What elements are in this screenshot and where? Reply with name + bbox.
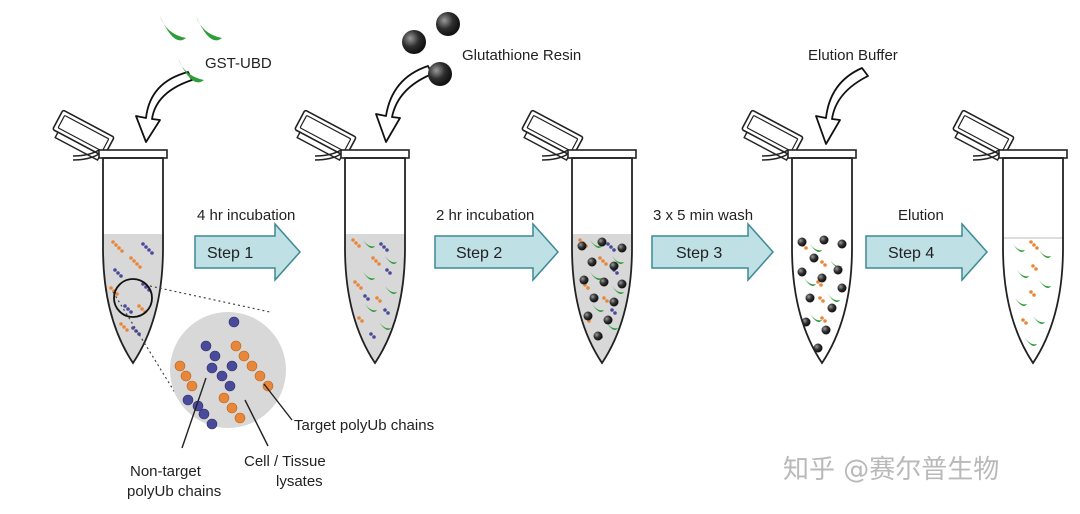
- step-4-caption: Elution: [898, 207, 944, 224]
- step-arrow-1: Step 1 4 hr incubation: [194, 207, 302, 282]
- step-3-caption: 3 x 5 min wash: [653, 207, 753, 224]
- watermark: 知乎 @赛尔普生物: [783, 455, 999, 485]
- add-arrow-gst: [135, 71, 193, 143]
- resin-label: Glutathione Resin: [462, 47, 581, 64]
- step-1-label: Step 1: [207, 245, 253, 262]
- non-target-label-2: polyUb chains: [127, 483, 221, 500]
- resin-bead-icon: [402, 12, 460, 86]
- step-2-caption: 2 hr incubation: [436, 207, 534, 224]
- step-2-label: Step 2: [456, 245, 502, 262]
- step-4-label: Step 4: [888, 245, 934, 262]
- tube-2: [291, 109, 410, 364]
- non-target-label-1: Non-target: [130, 463, 202, 480]
- elution-buffer-label: Elution Buffer: [808, 47, 898, 64]
- step-1-caption: 4 hr incubation: [197, 207, 295, 224]
- lysate-label-1: Cell / Tissue: [244, 453, 326, 470]
- add-arrow-elution: [815, 67, 869, 145]
- add-arrow-resin: [375, 65, 433, 143]
- target-chains-label: Target polyUb chains: [294, 417, 434, 434]
- step-arrow-2: Step 2 2 hr incubation: [434, 207, 560, 282]
- lysate-label-2: lysates: [276, 473, 323, 490]
- gst-ubd-label: GST-UBD: [205, 55, 272, 72]
- step-3-label: Step 3: [676, 245, 722, 262]
- tube-1: [49, 109, 168, 364]
- zoom-guides: [112, 285, 271, 405]
- magnifier-circle: [113, 278, 153, 318]
- step-arrow-3: Step 3 3 x 5 min wash: [651, 207, 775, 282]
- step-arrow-4: Step 4 Elution: [865, 207, 989, 282]
- gst-ubd-icon: [160, 16, 222, 83]
- zoom-inset: [170, 312, 293, 449]
